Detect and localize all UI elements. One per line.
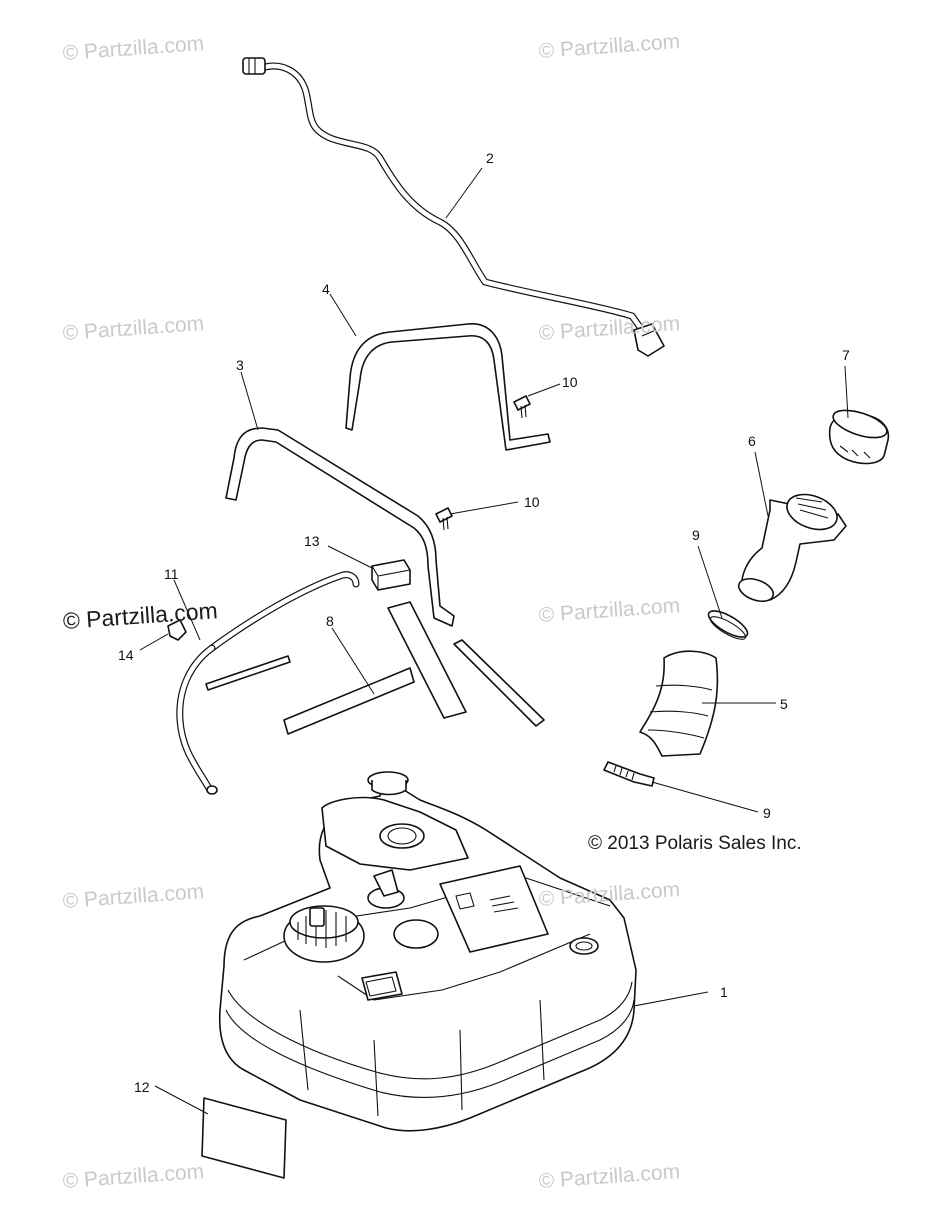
part-5-hose[interactable] [639, 650, 719, 757]
part-6-filler-neck[interactable] [736, 488, 847, 605]
callout-14[interactable]: 14 [118, 647, 134, 663]
part-9-clamp-lower[interactable] [603, 761, 655, 787]
part-2-vent-hose[interactable] [242, 57, 665, 357]
callout-6[interactable]: 6 [748, 433, 756, 449]
callout-9-upper[interactable]: 9 [692, 527, 700, 543]
callout-9-lower[interactable]: 9 [763, 805, 771, 821]
callout-10-lower[interactable]: 10 [524, 494, 540, 510]
part-12-label[interactable] [201, 1097, 287, 1179]
leader-lines [139, 167, 849, 1115]
part-9-clamp-upper[interactable] [705, 606, 751, 643]
part-10-bolt-lower[interactable] [435, 507, 453, 531]
copyright-notice: © 2013 Polaris Sales Inc. [588, 833, 802, 854]
part-8-pad-right[interactable] [453, 639, 545, 727]
callout-12[interactable]: 12 [134, 1079, 150, 1095]
callout-7[interactable]: 7 [842, 347, 850, 363]
callout-10-upper[interactable]: 10 [562, 374, 578, 390]
part-11-hose[interactable] [176, 571, 360, 795]
part-7-cap[interactable] [828, 405, 890, 465]
part-13-block[interactable] [371, 559, 411, 591]
callout-1[interactable]: 1 [720, 984, 728, 1000]
callout-3[interactable]: 3 [236, 357, 244, 373]
part-8-pad-center[interactable] [387, 601, 467, 719]
callout-5[interactable]: 5 [780, 696, 788, 712]
part-8-pad-left[interactable] [205, 655, 291, 691]
callout-11[interactable]: 11 [164, 566, 179, 582]
part-3-strap[interactable] [225, 427, 455, 627]
part-10-bolt-upper[interactable] [513, 395, 531, 419]
part-8-pad-bottom[interactable] [283, 667, 415, 735]
callout-4[interactable]: 4 [322, 281, 330, 297]
part-4-strap[interactable] [345, 323, 551, 451]
callout-13[interactable]: 13 [304, 533, 320, 549]
callout-2[interactable]: 2 [486, 150, 494, 166]
part-14-clip[interactable] [167, 619, 187, 641]
part-1-fuel-tank[interactable] [218, 771, 637, 1132]
callout-8[interactable]: 8 [326, 613, 334, 629]
